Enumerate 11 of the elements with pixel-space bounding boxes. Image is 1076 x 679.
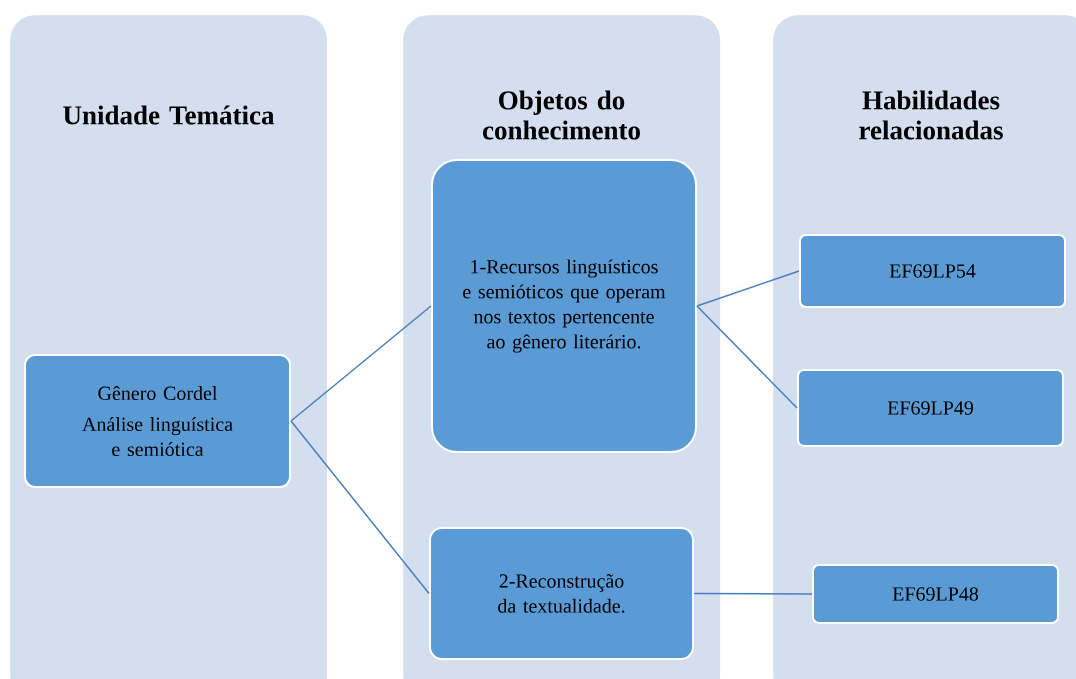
connector-line — [290, 420, 430, 595]
connector-line — [693, 592, 813, 595]
content-box: Gênero Cordel Análise linguística e semiótica — [24, 354, 291, 488]
content-box: EF69LP54 — [799, 234, 1066, 308]
content-box: EF69LP48 — [812, 564, 1059, 624]
content-box: 1-Recursos linguísticos e semióticos que operam nos textos pertencente ao gênero literário. — [431, 159, 697, 453]
connector-line — [290, 305, 432, 422]
connector-line — [696, 305, 798, 409]
content-box: 2-Reconstrução da textualidade. — [429, 527, 694, 660]
content-box: EF69LP49 — [797, 369, 1064, 447]
connector-line — [696, 270, 800, 307]
